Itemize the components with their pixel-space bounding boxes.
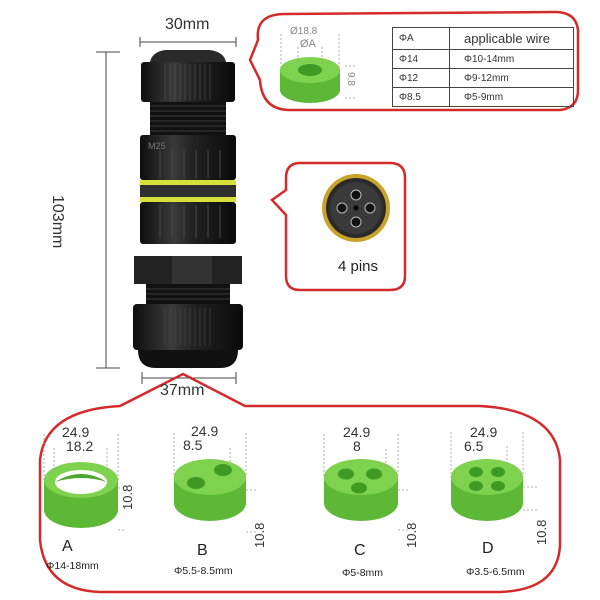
length-label: 103mm xyxy=(49,195,66,249)
grommet-a-range: Φ14-18mm xyxy=(46,560,99,572)
grommet-c-range: Φ5-8mm xyxy=(342,567,384,579)
table-cell: Φ9-12mm xyxy=(449,68,574,88)
table-cell: Φ5-9mm xyxy=(449,87,574,107)
grommet-c-height: 10.8 xyxy=(404,522,419,548)
pin-face-icon xyxy=(322,174,390,242)
grommet-b-outer: 24.9 xyxy=(191,423,219,439)
table-row: Φ8.5 Φ5-9mm xyxy=(392,87,574,107)
grommet-b-inner: 8.5 xyxy=(183,437,203,453)
table-header-row: ΦA applicable wire xyxy=(392,27,574,50)
table-row: Φ14 Φ10-14mm xyxy=(392,49,574,69)
grommet-c-outer: 24.9 xyxy=(343,424,371,440)
grommet-d-letter: D xyxy=(482,540,494,557)
grommet-c-letter: C xyxy=(354,542,366,559)
grommet-b-height: 10.8 xyxy=(252,522,267,548)
grommet-d-icon xyxy=(451,459,523,521)
table-cell: Φ12 xyxy=(392,68,450,88)
grommet-d-range: Φ3.5-6.5mm xyxy=(466,566,525,578)
pins-label: 4 pins xyxy=(338,258,379,275)
dimension-top-width xyxy=(139,37,237,47)
grommet-a-icon xyxy=(44,462,118,528)
seal-height: 9.8 xyxy=(345,72,356,86)
grommet-a-inner: 18.2 xyxy=(66,438,94,454)
grommet-c-inner: 8 xyxy=(353,438,361,454)
grommet-c-icon xyxy=(324,459,398,521)
grommet-d-height: 10.8 xyxy=(534,519,549,545)
table-row: Φ12 Φ9-12mm xyxy=(392,68,574,88)
thread-size-label: M25 xyxy=(148,141,166,151)
grommet-b-range: Φ5.5-8.5mm xyxy=(174,565,233,577)
bottom-width-label: 37mm xyxy=(160,382,205,399)
connector-body xyxy=(133,50,243,368)
top-width-label: 30mm xyxy=(165,16,210,33)
wire-spec-table: ΦA applicable wire Φ14 Φ10-14mm Φ12 Φ9-1… xyxy=(392,27,574,107)
seal-ring-icon xyxy=(280,57,340,103)
grommet-b-letter: B xyxy=(197,542,208,559)
grommet-d-outer: 24.9 xyxy=(470,424,498,440)
grommet-a-height: 10.8 xyxy=(120,484,135,510)
grommet-a-outer: 24.9 xyxy=(62,424,90,440)
table-cell: Φ10-14mm xyxy=(449,49,574,69)
header-applicable-wire: applicable wire xyxy=(449,27,574,50)
grommet-d-inner: 6.5 xyxy=(464,438,484,454)
seal-inner-label: ØA xyxy=(300,38,316,50)
pins-callout-border xyxy=(270,161,407,292)
grommet-a-letter: A xyxy=(62,538,73,555)
header-phi-a: ΦA xyxy=(392,27,450,50)
table-cell: Φ8.5 xyxy=(392,87,450,107)
seal-outer-diameter: Ø18.8 xyxy=(290,26,318,37)
grommet-callout-border xyxy=(38,372,562,594)
seal-callout-border xyxy=(248,10,580,112)
grommet-b-icon xyxy=(174,459,246,521)
dimension-length xyxy=(96,51,120,369)
table-cell: Φ14 xyxy=(392,49,450,69)
